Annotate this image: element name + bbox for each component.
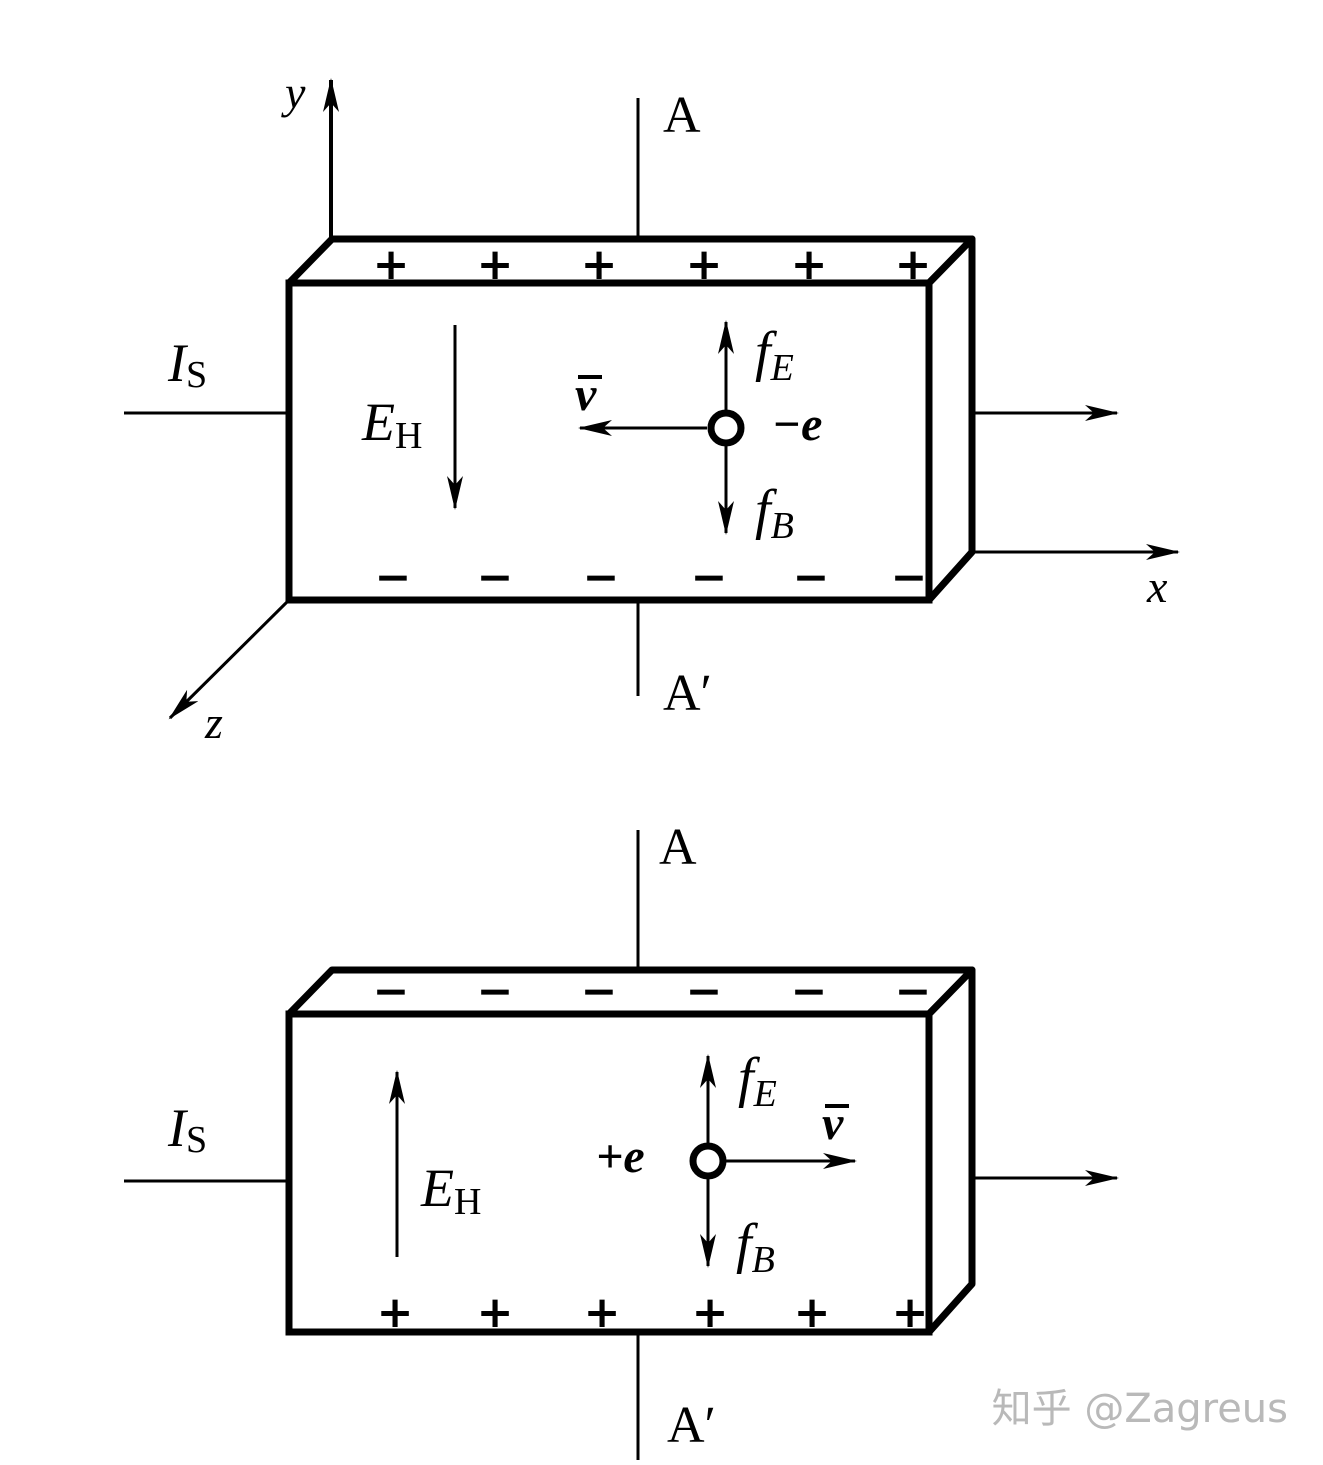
force-b-label: fB	[755, 479, 794, 547]
bottom-surface-charges: − − − − − −	[375, 552, 928, 603]
charge-sign: −	[895, 966, 932, 1017]
charge-sign: −	[581, 966, 618, 1017]
current-symbol: I	[167, 333, 189, 393]
charge-sign: −	[686, 966, 723, 1017]
charge-sign: +	[692, 1287, 729, 1338]
watermark: 知乎 @Zagreus	[992, 1386, 1288, 1432]
force-e-label: fE	[738, 1047, 777, 1115]
charge-sign: +	[686, 239, 723, 290]
charge-sign: −	[691, 552, 728, 603]
charge-label: −e	[772, 398, 822, 451]
charge-sign: +	[791, 239, 828, 290]
field-symbol: E	[420, 1158, 454, 1218]
charge-sign: −	[375, 552, 412, 603]
current-symbol: I	[167, 1098, 189, 1158]
velocity-label: v	[822, 1097, 844, 1150]
charge-sign: +	[581, 239, 618, 290]
charge-sign: +	[377, 1287, 414, 1338]
bottom-diagram: − − − − − − + + + + + + A A′ IS EH	[124, 819, 1119, 1460]
charge-sign: −	[891, 552, 928, 603]
slab-side-face	[925, 966, 976, 1336]
velocity-label: v	[575, 368, 597, 421]
charge-sign: −	[477, 966, 514, 1017]
current-label: IS	[167, 333, 207, 396]
field-subscript: H	[395, 415, 422, 457]
charge-sign: −	[791, 966, 828, 1017]
charge-sign: +	[895, 239, 932, 290]
charge-sign: +	[892, 1287, 929, 1338]
probe-label-a: A	[659, 819, 697, 876]
probe-label-a-prime: A′	[667, 1397, 716, 1454]
force-b-subscript: B	[771, 505, 794, 547]
charge-sign: +	[373, 239, 410, 290]
probe-label-a: A	[663, 87, 701, 144]
top-surface-charges: + + + + + +	[373, 239, 932, 290]
z-axis	[168, 598, 291, 720]
charge-label: +e	[596, 1130, 645, 1183]
z-axis-label: z	[204, 697, 223, 748]
charge-sign: −	[793, 552, 830, 603]
bottom-surface-charges: + + + + + +	[377, 1287, 929, 1338]
charge-sign: −	[373, 966, 410, 1017]
x-axis-label: x	[1146, 561, 1168, 612]
force-e-subscript: E	[753, 1073, 777, 1115]
force-e-label: fE	[755, 321, 794, 389]
charge-sign: −	[477, 552, 514, 603]
top-diagram: + + + + + + − − − − − − y x z A A′ IS	[124, 67, 1180, 748]
slab-front-face	[285, 279, 933, 604]
field-subscript: H	[454, 1181, 481, 1223]
charge-sign: +	[477, 1287, 514, 1338]
current-subscript: S	[186, 1119, 207, 1161]
hole-particle	[689, 1142, 727, 1180]
force-b-label: fB	[736, 1213, 775, 1281]
current-subscript: S	[186, 354, 207, 396]
charge-sign: −	[583, 552, 620, 603]
force-e-subscript: E	[770, 347, 794, 389]
field-symbol: E	[361, 392, 395, 452]
charge-sign: +	[584, 1287, 621, 1338]
current-label: IS	[167, 1098, 207, 1161]
slab-front-face	[285, 1010, 933, 1336]
charge-sign: +	[477, 239, 514, 290]
charge-sign: +	[794, 1287, 831, 1338]
hall-field-label: EH	[361, 392, 422, 457]
top-surface-charges: − − − − − −	[373, 966, 932, 1017]
slab-side-face	[925, 235, 976, 604]
electron-particle	[707, 409, 745, 447]
force-b-subscript: B	[752, 1239, 775, 1281]
y-axis-label: y	[281, 67, 306, 118]
hall-field-label: EH	[420, 1158, 481, 1223]
probe-label-a-prime: A′	[663, 665, 712, 722]
